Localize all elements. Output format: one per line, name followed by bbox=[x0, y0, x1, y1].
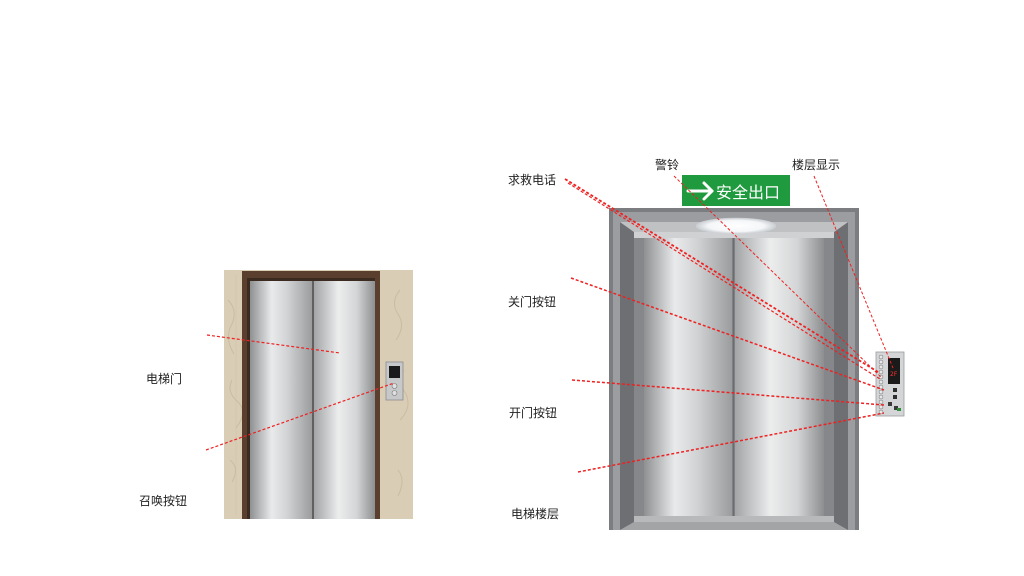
left-jamb bbox=[620, 222, 634, 530]
right-elevator-illustration: 安全出口 2F bbox=[609, 175, 905, 530]
close-door-button[interactable] bbox=[888, 402, 892, 406]
door-panel-left bbox=[644, 238, 732, 516]
panel-button[interactable] bbox=[878, 379, 884, 385]
panel-button[interactable] bbox=[878, 354, 884, 360]
label-elevator-door: 电梯门 bbox=[146, 372, 183, 386]
threshold bbox=[634, 516, 834, 522]
right-jamb bbox=[834, 222, 848, 530]
panel-button[interactable] bbox=[878, 394, 884, 400]
label-close-door-button: 关门按钮 bbox=[508, 295, 557, 309]
wallpaper-pattern bbox=[227, 275, 409, 515]
door-panel-right bbox=[314, 281, 375, 519]
pointer-line-open-door bbox=[571, 379, 885, 406]
floor-display-value: 2F bbox=[890, 371, 898, 378]
panel-button[interactable] bbox=[878, 409, 884, 415]
left-elevator-illustration bbox=[224, 270, 413, 519]
label-call-button: 召唤按钮 bbox=[139, 494, 188, 508]
exit-sign: 安全出口 bbox=[682, 175, 790, 206]
pointer-line-emergency-phone-2 bbox=[567, 182, 881, 380]
label-floor-display: 楼层显示 bbox=[792, 158, 841, 172]
panel-button[interactable] bbox=[878, 359, 884, 365]
panel-button[interactable] bbox=[878, 389, 884, 395]
pointer-line-floor-buttons bbox=[577, 412, 885, 473]
pointer-line-call-button bbox=[205, 382, 395, 451]
pointer-line-emergency-phone bbox=[564, 178, 879, 373]
ceiling-light bbox=[695, 217, 777, 235]
door-panel-right bbox=[735, 238, 824, 516]
panel-button[interactable] bbox=[878, 399, 884, 405]
open-door-button[interactable] bbox=[894, 406, 898, 410]
pointer-line-elevator-door bbox=[206, 334, 341, 354]
car-control-panel: 2F bbox=[875, 351, 905, 417]
label-emergency-phone: 求救电话 bbox=[508, 173, 557, 187]
pointer-line-close-door bbox=[570, 277, 885, 391]
arrow-right-icon bbox=[686, 181, 714, 201]
exit-sign-text: 安全出口 bbox=[716, 183, 780, 202]
pointer-line-alarm-bell bbox=[673, 175, 883, 379]
floor-button-column bbox=[878, 354, 884, 415]
inner-top-lintel bbox=[634, 232, 834, 238]
phone-button[interactable] bbox=[893, 395, 897, 399]
panel-button[interactable] bbox=[878, 364, 884, 370]
label-open-door-button: 开门按钮 bbox=[509, 406, 558, 420]
label-floor-buttons: 电梯楼层 bbox=[511, 507, 560, 521]
door-panel-left bbox=[250, 281, 312, 519]
call-button-panel bbox=[385, 361, 404, 401]
right-pointer-lines bbox=[564, 175, 894, 473]
call-down-button[interactable] bbox=[391, 390, 398, 396]
alarm-button[interactable] bbox=[893, 388, 897, 392]
panel-indicator bbox=[897, 408, 901, 411]
floor-display-screen bbox=[888, 358, 900, 384]
panel-button[interactable] bbox=[878, 369, 884, 375]
call-up-button[interactable] bbox=[391, 383, 398, 389]
label-alarm-bell: 警铃 bbox=[655, 158, 680, 172]
